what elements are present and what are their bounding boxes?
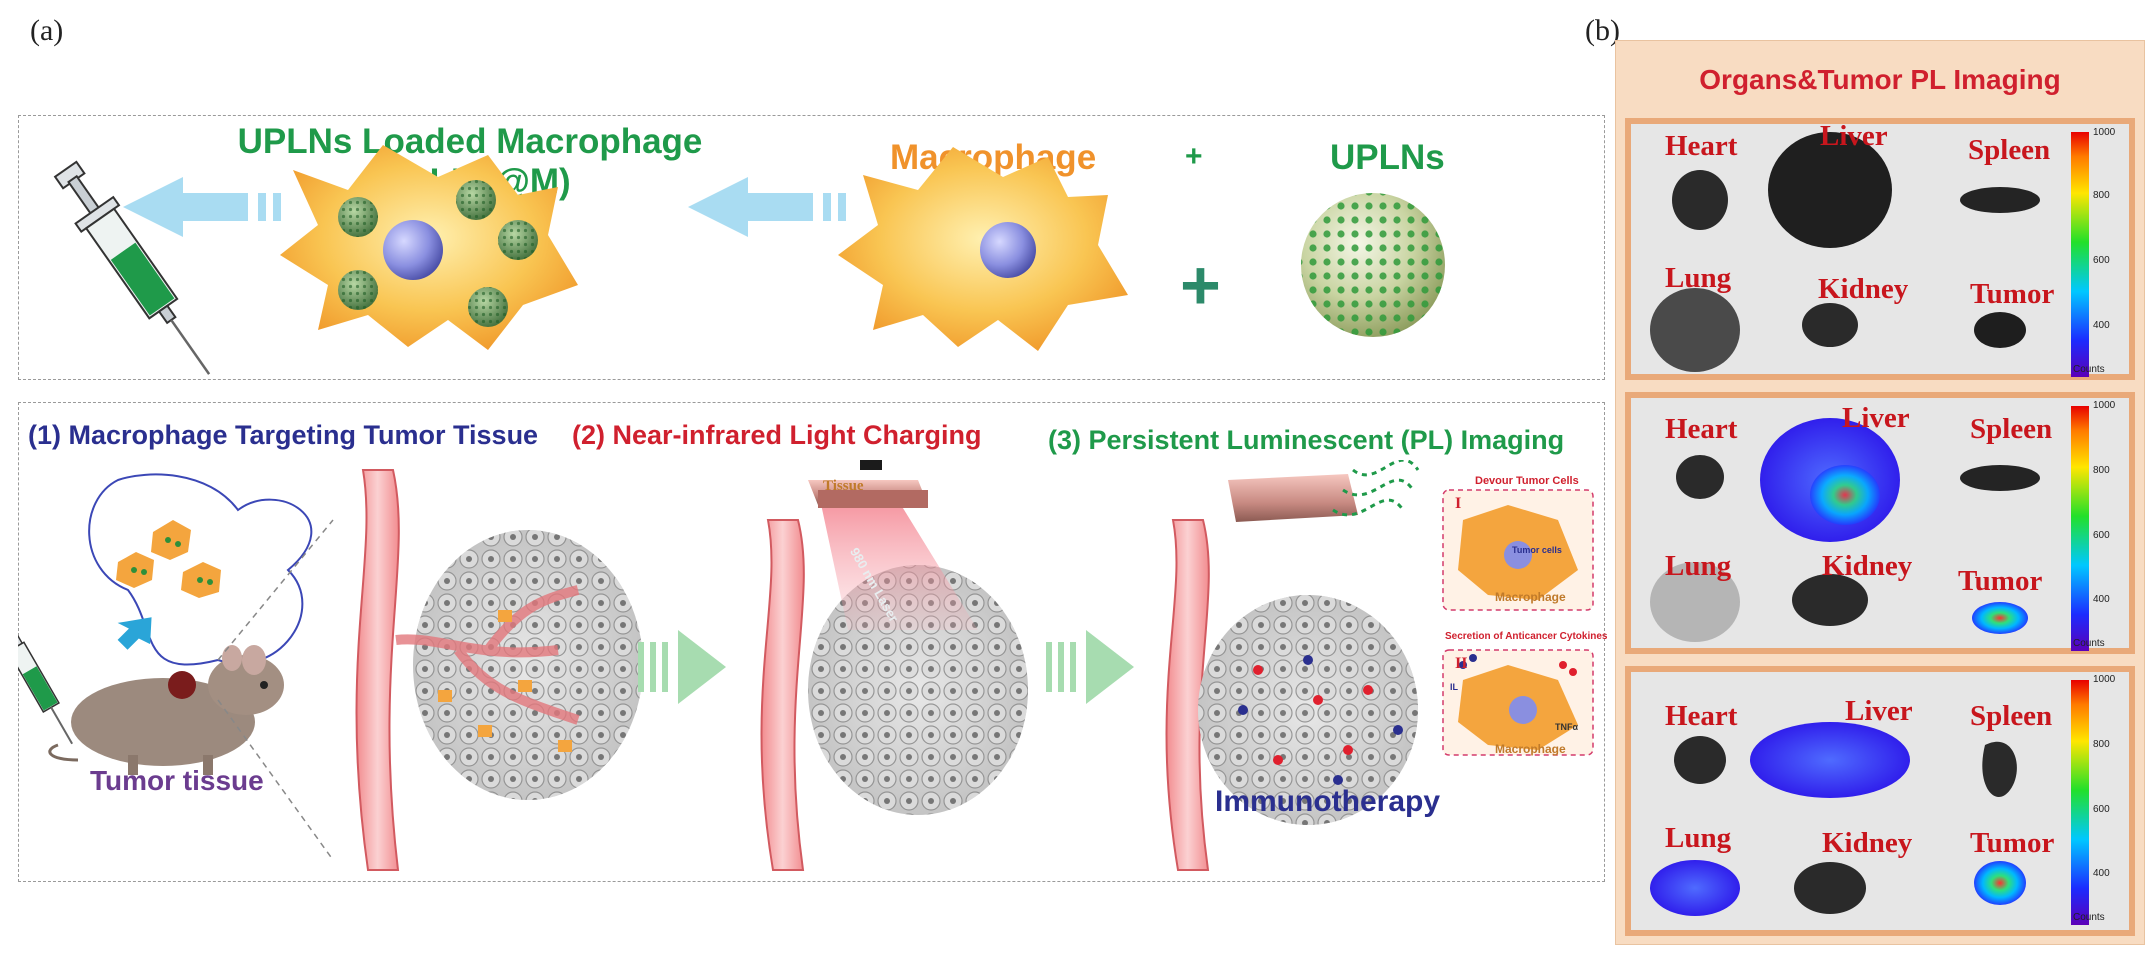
small-syringe-icon (18, 635, 73, 745)
step-1-label: (1) Macrophage Targeting Tumor Tissue (28, 420, 539, 450)
bottom-row-illustration (18, 460, 1594, 871)
plus-small: + (1185, 140, 1203, 173)
row3-lung: Lung (1665, 822, 1732, 854)
row2-lung: Lung (1665, 550, 1732, 582)
row1-tumor: Tumor (1970, 278, 2055, 310)
macrophage-circulation (88, 473, 313, 666)
roman-2-label: II (1455, 655, 1468, 672)
cb1-tick-600: 600 (2093, 255, 2110, 266)
cb3-unit: Counts (2073, 912, 2105, 923)
roman-1-label: I (1455, 495, 1462, 512)
secretion-label: Secretion of Anticancer Cytokines (1445, 631, 1608, 642)
cb1-tick-800: 800 (2093, 190, 2110, 201)
row2-tumor: Tumor (1958, 565, 2043, 597)
row3-liver: Liver (1845, 695, 1913, 727)
blue-arrow-icon (117, 617, 152, 650)
arrow-left-icon-1 (123, 177, 281, 237)
row1-liver: Liver (1820, 120, 1888, 152)
tissue-label: Tissue (823, 478, 864, 494)
row3-heart: Heart (1665, 700, 1738, 732)
cb2-unit: Counts (2073, 638, 2105, 649)
step-3-label: (3) Persistent Luminescent (PL) Imaging (1048, 425, 1565, 455)
row1-kidney: Kidney (1818, 273, 1909, 305)
row1-spleen: Spleen (1968, 134, 2051, 166)
cb2-tick-800: 800 (2093, 465, 2110, 476)
cb1-tick-400: 400 (2093, 320, 2110, 331)
cb2-tick-1000: 1000 (2093, 400, 2116, 411)
imaging-panels (1625, 118, 2135, 936)
loaded-title-line1: UPLNs Loaded Macrophage (237, 122, 703, 161)
panel-b-label: (b) (1585, 14, 1620, 47)
imaging-title: Organs&Tumor PL Imaging (1699, 64, 2061, 95)
tumor-scene-1 (355, 469, 643, 871)
tumor-cells-label: Tumor cells (1512, 545, 1562, 555)
row3-kidney: Kidney (1822, 827, 1913, 859)
cb1-tick-1000: 1000 (2093, 127, 2116, 138)
panel-a-label: (a) (30, 14, 64, 47)
green-arrow-icon-2 (1046, 630, 1134, 704)
arrow-left-icon-2 (688, 177, 846, 237)
tnf-label: TNFα (1555, 722, 1579, 732)
cb1-unit: Counts (2073, 364, 2105, 375)
macrophage-1-label: Macrophage (1495, 590, 1566, 604)
row2-heart: Heart (1665, 413, 1738, 445)
loaded-macrophage-cell (280, 145, 578, 350)
row1-heart: Heart (1665, 130, 1738, 162)
step-2-label: (2) Near-infrared Light Charging (572, 420, 982, 450)
cb3-tick-1000: 1000 (2093, 674, 2116, 685)
macrophage-cell (838, 147, 1128, 351)
syringe-icon (53, 160, 211, 375)
tumor-scene-2 (760, 460, 1028, 871)
tumor-scene-3 (1165, 460, 1594, 871)
cb3-tick-600: 600 (2093, 804, 2110, 815)
row2-kidney: Kidney (1822, 550, 1913, 582)
top-row-illustration (53, 145, 1445, 375)
immunotherapy-label: Immunotherapy (1215, 785, 1441, 818)
macrophage-2-label: Macrophage (1495, 742, 1566, 756)
macrophage-title: Macrophage (890, 138, 1097, 177)
tumor-tissue-label: Tumor tissue (90, 765, 264, 796)
row2-spleen: Spleen (1970, 413, 2053, 445)
row2-liver: Liver (1842, 402, 1910, 434)
mouse-illustration (48, 645, 284, 775)
row1-lung: Lung (1665, 262, 1732, 294)
cb2-tick-400: 400 (2093, 594, 2110, 605)
devour-label: Devour Tumor Cells (1475, 475, 1579, 487)
il-label: IL (1450, 682, 1458, 692)
upln-sphere (1301, 193, 1445, 337)
top-row-frame (18, 115, 1605, 380)
row3-spleen: Spleen (1970, 700, 2053, 732)
uplns-title: UPLNs (1330, 138, 1445, 177)
row3-tumor: Tumor (1970, 827, 2055, 859)
cb3-tick-400: 400 (2093, 868, 2110, 879)
cb3-tick-800: 800 (2093, 739, 2110, 750)
plus-big: + (1180, 246, 1221, 324)
green-arrow-icon-1 (638, 630, 726, 704)
cb2-tick-600: 600 (2093, 530, 2110, 541)
